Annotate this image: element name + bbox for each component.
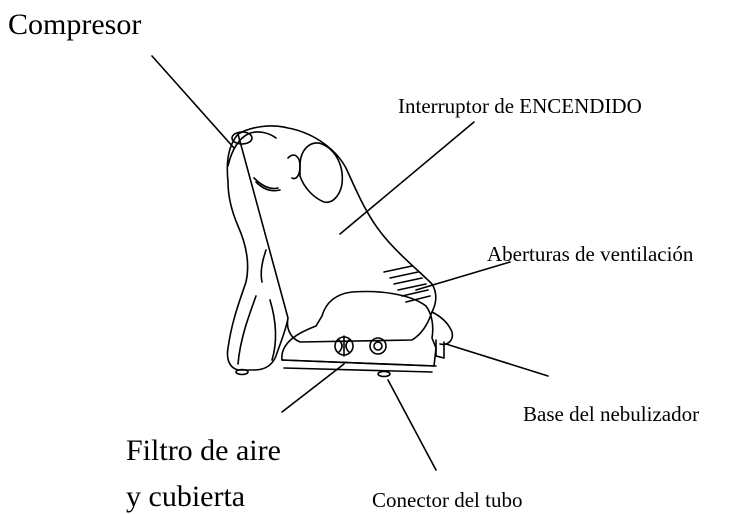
label-nebulizer-base: Base del nebulizador <box>523 402 700 426</box>
leader-power-switch <box>339 121 475 235</box>
leader-air-filter <box>281 363 345 413</box>
dog-nose <box>231 131 253 145</box>
label-air-filter-line1: Filtro de aire <box>126 434 281 467</box>
ventilation-slots <box>383 265 431 303</box>
leader-nebulizer-base <box>445 343 549 377</box>
air-filter-knob <box>334 335 354 357</box>
label-compressor: Compresor <box>8 8 142 41</box>
leader-vents <box>415 261 511 291</box>
tube-connector <box>369 337 387 355</box>
dog-eye <box>287 154 301 180</box>
label-air-filter-line2: y cubierta <box>126 480 246 513</box>
label-tube-connector: Conector del tubo <box>372 488 523 512</box>
dog-front-leg <box>237 295 257 365</box>
base-module <box>281 290 437 367</box>
label-power-switch: Interruptor de ENCENDIDO <box>398 94 642 118</box>
leader-tube-connector <box>387 379 437 471</box>
dog-ear <box>299 142 344 204</box>
compressor-body-outline <box>226 125 437 371</box>
label-vents: Aberturas de ventilación <box>487 242 694 266</box>
dog-tail <box>431 311 454 346</box>
dog-mouth <box>253 177 279 190</box>
leader-compressor <box>151 55 235 149</box>
